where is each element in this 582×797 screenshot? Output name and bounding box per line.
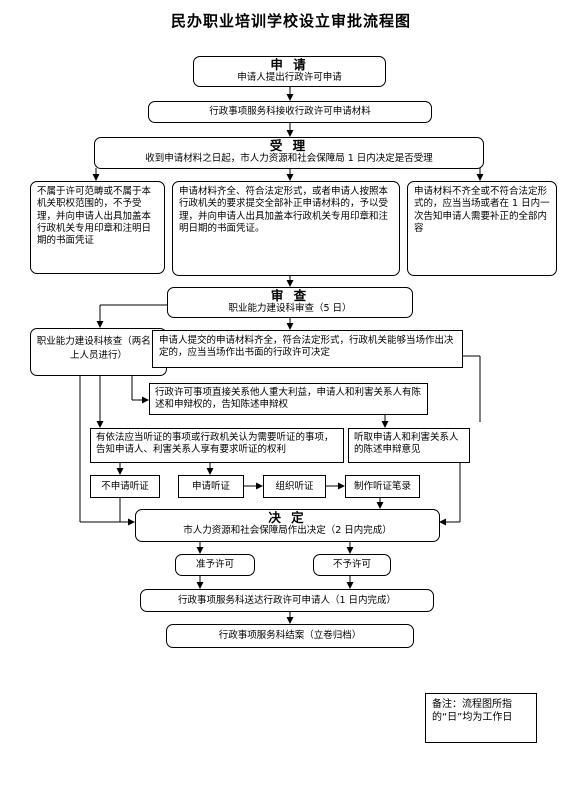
accept-text: 收到申请材料之日起，市人力资源和社会保障局 1 日内决定是否受理 [145,153,433,164]
accepted-text: 申请材料齐全、符合法定形式，或者申请人按照本行政机关的要求提交全部补正申请材料的… [179,186,389,235]
deny-text: 不予许可 [332,559,371,570]
accept-heading: 受 理 [269,138,309,153]
decision-heading: 决 定 [268,510,307,525]
decision-box: 决 定 市人力资源和社会保障局作出决定（2 日内完成） [135,509,440,542]
grant-text: 准予许可 [195,559,234,570]
apply-heading: 申 请 [270,57,309,72]
interest-box: 行政许可事项直接关系他人重大利益，申请人和利害关系人有陈述和申辩权的，告知陈述申… [149,383,428,415]
step-no-hearing: 不申请听证 [90,475,160,498]
reject-text: 不属于许可范畴或不属于本机关职权范围的，不予受理，并向申请人出具加盖本行政机关专… [37,186,152,247]
incomplete-text: 申请材料不齐全或不符合法定形式的，应当当场或者在 1 日内一次告知申请人需要补正… [414,186,550,235]
hearing-notice-box: 有依法应当听证的事项或行政机关认为需要听证的事项，告知申请人、利害关系人享有要求… [90,428,344,463]
note-box: 备注：流程图所指的“日”均为工作日 [425,693,537,743]
review-text: 职业能力建设科审查（5 日） [228,303,352,314]
apply-box: 申 请 申请人提出行政许可申请 [193,56,386,87]
receive-text: 行政事项服务科接收行政许可申请材料 [209,106,371,117]
accepted-box: 申请材料齐全、符合法定形式，或者申请人按照本行政机关的要求提交全部补正申请材料的… [172,181,400,276]
deny-box: 不予许可 [313,554,391,576]
close-text: 行政事项服务科结案（立卷归档） [218,630,362,641]
listen-box: 听取申请人和利害关系人的陈述申辩意见 [348,428,470,463]
receive-box: 行政事项服务科接收行政许可申请材料 [148,101,432,123]
onsite-text: 申请人提交的申请材料齐全，符合法定形式，行政机关能够当场作出决定的，应当当场作出… [159,335,454,359]
note-text: 备注：流程图所指的“日”均为工作日 [432,699,513,723]
verify-text: 职业能力建设科核查（两名以上人员进行） [36,336,161,362]
accept-box: 受 理 收到申请材料之日起，市人力资源和社会保障局 1 日内决定是否受理 [94,137,484,169]
step-no-hearing-text: 不申请听证 [101,481,149,492]
step-organize-hearing-text: 组织听证 [275,481,314,492]
deliver-box: 行政事项服务科送达行政许可申请人（1 日内完成） [140,589,434,612]
reject-box: 不属于许可范畴或不属于本机关职权范围的，不予受理，并向申请人出具加盖本行政机关专… [30,181,165,274]
interest-text: 行政许可事项直接关系他人重大利益，申请人和利害关系人有陈述和申辩权的，告知陈述申… [155,387,422,411]
listen-text: 听取申请人和利害关系人的陈述申辩意见 [354,432,459,456]
review-heading: 审 查 [270,288,310,303]
decision-text: 市人力资源和社会保障局作出决定（2 日内完成） [183,525,392,536]
verify-box: 职业能力建设科核查（两名以上人员进行） [30,328,167,376]
review-box: 审 查 职业能力建设科审查（5 日） [167,287,413,318]
grant-box: 准予许可 [175,554,255,576]
page-title: 民办职业培训学校设立审批流程图 [170,12,411,30]
apply-text: 申请人提出行政许可申请 [237,72,342,83]
hearing-notice-text: 有依法应当听证的事项或行政机关认为需要听证的事项，告知申请人、利害关系人享有要求… [96,432,334,456]
step-hearing-record-text: 制作听证笔录 [353,481,411,492]
close-box: 行政事项服务科结案（立卷归档） [166,624,414,648]
deliver-text: 行政事项服务科送达行政许可申请人（1 日内完成） [177,595,397,606]
incomplete-box: 申请材料不齐全或不符合法定形式的，应当当场或者在 1 日内一次告知申请人需要补正… [407,181,557,276]
step-apply-hearing: 申请听证 [178,475,244,498]
step-apply-hearing-text: 申请听证 [191,481,230,492]
onsite-box: 申请人提交的申请材料齐全，符合法定形式，行政机关能够当场作出决定的，应当当场作出… [152,330,463,368]
step-hearing-record: 制作听证笔录 [345,475,420,498]
step-organize-hearing: 组织听证 [263,475,326,498]
